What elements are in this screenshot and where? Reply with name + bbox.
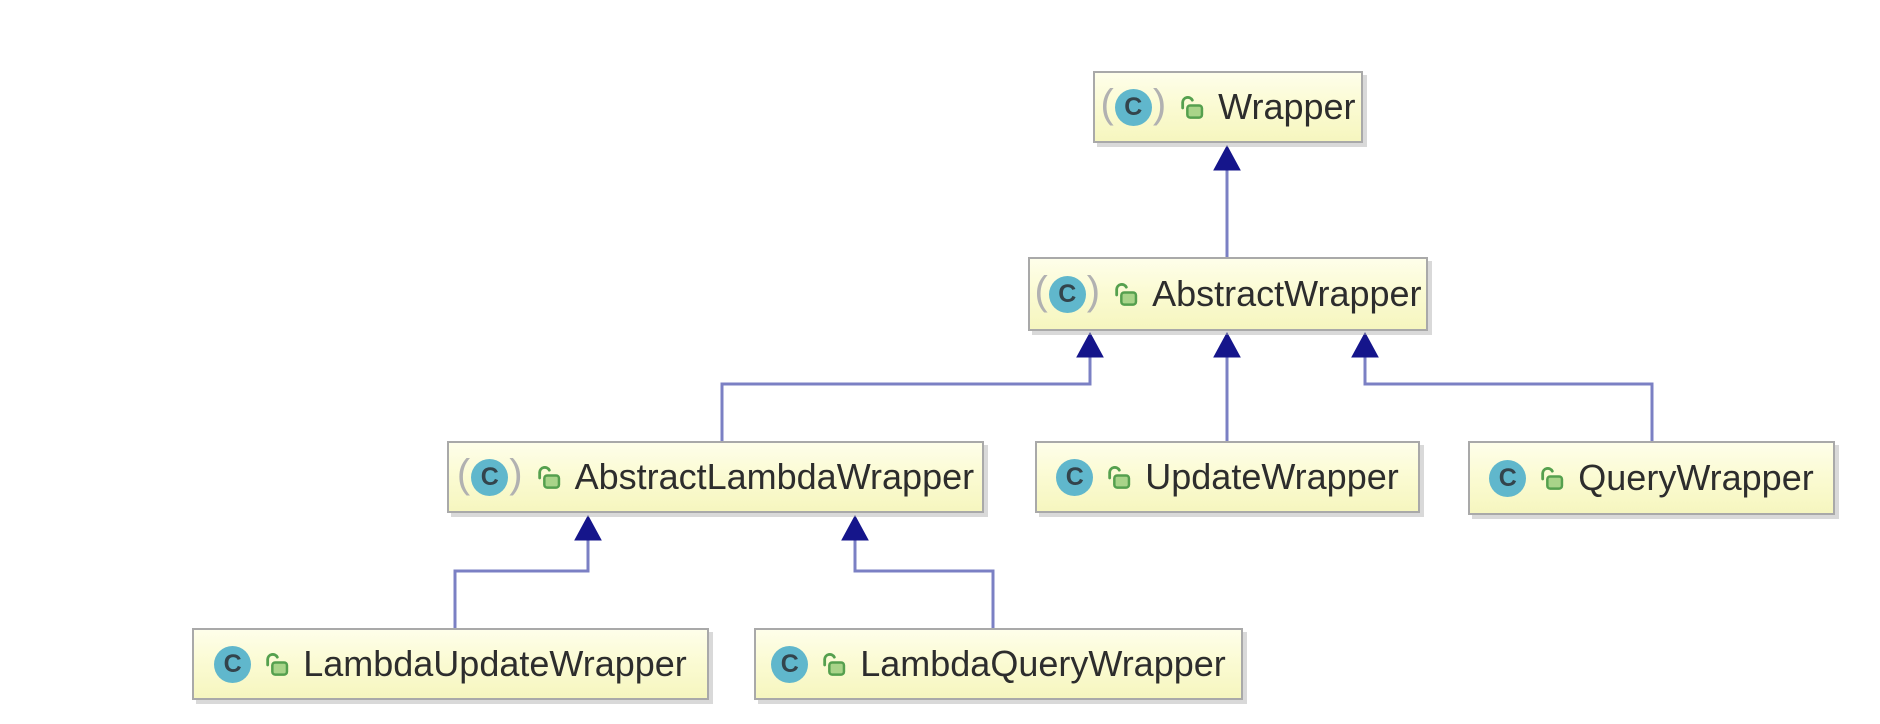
- class-icon: C: [1489, 459, 1527, 497]
- class-node-wrapper[interactable]: ( C ) Wrapper: [1093, 71, 1363, 143]
- class-badge: ( C ): [1034, 269, 1101, 314]
- class-node-update-wrapper[interactable]: ( C ) UpdateWrapper: [1035, 441, 1420, 513]
- abstract-paren-left-icon: (: [1100, 82, 1114, 126]
- class-node-lambda-update-wrapper[interactable]: ( C ) LambdaUpdateWrapper: [192, 628, 709, 700]
- inheritance-arrowhead-lambda-query-wrapper-to-abstract-lambda-wrapper: [841, 514, 869, 541]
- public-unlocked-icon: [820, 650, 848, 678]
- class-name-label: LambdaUpdateWrapper: [303, 643, 687, 684]
- inheritance-edge-abstract-lambda-wrapper-to-abstract-wrapper: [720, 357, 1092, 441]
- class-node-abstract-lambda-wrapper[interactable]: ( C ) AbstractLambdaWrapper: [447, 441, 984, 513]
- class-node-query-wrapper[interactable]: ( C ) QueryWrapper: [1468, 441, 1835, 515]
- public-unlocked-icon: [535, 463, 563, 491]
- inheritance-arrowhead-abstract-wrapper-to-wrapper: [1213, 144, 1241, 171]
- class-icon: C: [471, 458, 509, 496]
- abstract-paren-right-icon: ): [509, 452, 523, 496]
- class-name-label: AbstractLambdaWrapper: [574, 456, 975, 497]
- class-badge: ( C ): [214, 645, 252, 683]
- abstract-paren-right-icon: ): [1086, 269, 1101, 313]
- class-badge: ( C ): [1056, 458, 1094, 496]
- class-badge: ( C ): [456, 452, 523, 497]
- public-unlocked-icon: [1105, 463, 1133, 491]
- class-icon: C: [771, 645, 809, 683]
- public-unlocked-icon: [263, 650, 291, 678]
- class-name-label: LambdaQueryWrapper: [860, 643, 1226, 684]
- abstract-paren-left-icon: (: [456, 452, 471, 496]
- inheritance-edge-lambda-query-wrapper-to-abstract-lambda-wrapper: [853, 540, 995, 628]
- class-badge: ( C ): [1100, 82, 1167, 127]
- public-unlocked-icon: [1178, 93, 1206, 121]
- abstract-paren-left-icon: (: [1034, 269, 1048, 313]
- class-badge: ( C ): [771, 645, 809, 683]
- class-badge: ( C ): [1489, 459, 1527, 497]
- public-unlocked-icon: [1538, 464, 1566, 492]
- class-node-lambda-query-wrapper[interactable]: ( C ) LambdaQueryWrapper: [754, 628, 1243, 700]
- class-name-label: AbstractWrapper: [1152, 273, 1422, 314]
- class-name-label: Wrapper: [1218, 86, 1356, 127]
- inheritance-edge-lambda-update-wrapper-to-abstract-lambda-wrapper: [453, 540, 590, 628]
- class-icon: C: [1114, 88, 1152, 126]
- class-icon: C: [1056, 458, 1094, 496]
- inheritance-arrowhead-abstract-lambda-wrapper-to-abstract-wrapper: [1076, 331, 1104, 358]
- abstract-paren-right-icon: ): [1152, 82, 1167, 126]
- class-node-abstract-wrapper[interactable]: ( C ) AbstractWrapper: [1028, 257, 1428, 331]
- class-icon: C: [214, 645, 252, 683]
- class-icon: C: [1048, 275, 1086, 313]
- class-name-label: QueryWrapper: [1578, 457, 1814, 498]
- inheritance-arrowhead-update-wrapper-to-abstract-wrapper: [1213, 331, 1241, 358]
- inheritance-arrowhead-query-wrapper-to-abstract-wrapper: [1351, 331, 1379, 358]
- class-name-label: UpdateWrapper: [1145, 456, 1399, 497]
- inheritance-edge-query-wrapper-to-abstract-wrapper: [1363, 357, 1654, 441]
- inheritance-arrowhead-lambda-update-wrapper-to-abstract-lambda-wrapper: [574, 514, 602, 541]
- public-unlocked-icon: [1112, 280, 1140, 308]
